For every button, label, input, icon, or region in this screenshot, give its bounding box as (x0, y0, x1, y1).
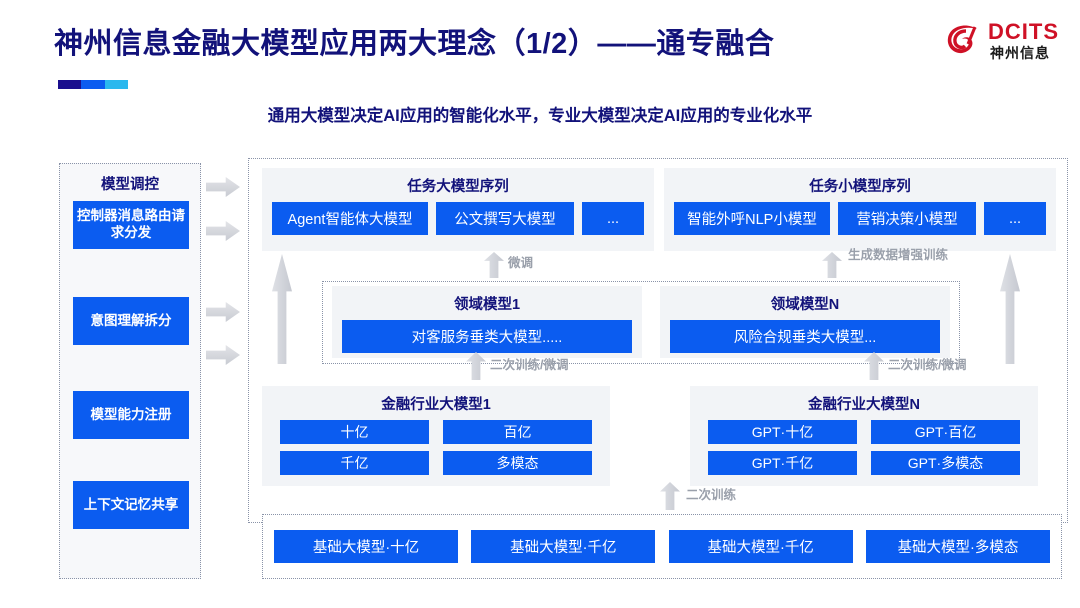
panel-industry-model-1: 金融行业大模型1 十亿 百亿 千亿 多模态 (262, 386, 610, 486)
arrow-right-icon-2 (206, 221, 240, 241)
chip-row-domain-n: 风险合规垂类大模型... (660, 314, 950, 362)
arrow-right-icon-1 (206, 177, 240, 197)
company-logo: DCITS 神州信息 (944, 16, 1064, 72)
panel-task-big-models: 任务大模型序列 Agent智能体大模型 公文撰写大模型 ... (262, 168, 654, 251)
arrow-right-icon-3 (206, 302, 240, 322)
base-models-row: 基础大模型·十亿 基础大模型·千亿 基础大模型·千亿 基础大模型·多模态 (262, 514, 1062, 579)
sidebar-model-control: 模型调控 控制器消息路由请求分发 意图理解拆分 模型能力注册 上下文记忆共享 (59, 163, 201, 579)
chip-industry1-billion[interactable]: 十亿 (280, 420, 429, 444)
dcits-swirl-logo-icon (947, 25, 977, 54)
panel-domain-model-n: 领域模型N 风险合规垂类大模型... (660, 286, 950, 358)
caption-retrain-finetune-2: 二次训练/微调 (888, 358, 967, 372)
sidebar-item-context-memory[interactable]: 上下文记忆共享 (73, 481, 189, 529)
accent-bar (58, 80, 128, 89)
logo-wordmark: DCITS (988, 19, 1059, 44)
panel-title-task-small: 任务小模型序列 (809, 179, 911, 195)
chip-outbound-nlp-model[interactable]: 智能外呼NLP小模型 (674, 202, 830, 235)
chip-row-task-big: Agent智能体大模型 公文撰写大模型 ... (262, 196, 654, 244)
panel-title-domain-n: 领域模型N (770, 297, 840, 313)
chip-base-hundred-billion-b[interactable]: 基础大模型·千亿 (668, 530, 853, 563)
chip-risk-compliance-vertical-model[interactable]: 风险合规垂类大模型... (670, 320, 940, 353)
accent-bar-segment-2 (81, 80, 105, 89)
accent-bar-segment-3 (104, 80, 128, 89)
caption-fine-tune-1: 微调 (508, 256, 534, 270)
caption-retrain-finetune-1: 二次训练/微调 (490, 358, 569, 372)
accent-bar-segment-1 (58, 80, 82, 89)
sidebar-item-controller-routing[interactable]: 控制器消息路由请求分发 (73, 201, 189, 249)
panel-title-domain-1: 领域模型1 (453, 297, 521, 313)
panel-title-task-big: 任务大模型序列 (407, 179, 509, 195)
page-subtitle: 通用大模型决定AI应用的智能化水平，专业大模型决定AI应用的专业化水平 (267, 107, 813, 125)
page-title: 神州信息金融大模型应用两大理念（1/2）——通专融合 (54, 28, 775, 60)
panel-title-industry-1: 金融行业大模型1 (381, 397, 491, 413)
chip-marketing-decision-model[interactable]: 营销决策小模型 (838, 202, 976, 235)
chip-industry1-ten-billion[interactable]: 百亿 (443, 420, 592, 444)
chip-industry1-hundred-billion[interactable]: 千亿 (280, 451, 429, 475)
sidebar-title: 模型调控 (101, 177, 159, 193)
sidebar-item-capability-registry[interactable]: 模型能力注册 (73, 391, 189, 439)
chip-customer-service-vertical-model[interactable]: 对客服务垂类大模型..... (342, 320, 632, 353)
chip-document-writing-model[interactable]: 公文撰写大模型 (436, 202, 574, 235)
chip-base-billion[interactable]: 基础大模型·十亿 (274, 530, 458, 563)
chip-grid-industry-1: 十亿 百亿 千亿 多模态 (262, 414, 610, 484)
chip-row-domain-1: 对客服务垂类大模型..... (332, 314, 642, 362)
panel-task-small-models: 任务小模型序列 智能外呼NLP小模型 营销决策小模型 ... (664, 168, 1056, 251)
chip-agent-model[interactable]: Agent智能体大模型 (272, 202, 428, 235)
chip-grid-industry-n: GPT·十亿 GPT·百亿 GPT·千亿 GPT·多模态 (690, 414, 1038, 484)
chip-base-hundred-billion-a[interactable]: 基础大模型·千亿 (471, 530, 656, 563)
panel-domain-model-1: 领域模型1 对客服务垂类大模型..... (332, 286, 642, 358)
caption-retrain-base: 二次训练 (686, 488, 737, 502)
chip-industryn-gpt-hundred-billion[interactable]: GPT·千亿 (708, 451, 857, 475)
arrow-right-icon-4 (206, 345, 240, 365)
chip-industry1-multimodal[interactable]: 多模态 (443, 451, 592, 475)
chip-industryn-gpt-ten-billion[interactable]: GPT·百亿 (871, 420, 1020, 444)
logo-cn-name: 神州信息 (990, 45, 1050, 61)
chip-task-small-more[interactable]: ... (984, 202, 1046, 235)
chip-base-multimodal[interactable]: 基础大模型·多模态 (865, 530, 1050, 563)
chip-industryn-gpt-billion[interactable]: GPT·十亿 (708, 420, 857, 444)
sidebar-item-intent-parsing[interactable]: 意图理解拆分 (73, 297, 189, 345)
caption-data-augmentation: 生成数据增强训练 (848, 248, 949, 262)
chip-task-big-more[interactable]: ... (582, 202, 644, 235)
chip-industryn-gpt-multimodal[interactable]: GPT·多模态 (871, 451, 1020, 475)
chip-row-task-small: 智能外呼NLP小模型 营销决策小模型 ... (664, 196, 1056, 244)
panel-industry-model-n: 金融行业大模型N GPT·十亿 GPT·百亿 GPT·千亿 GPT·多模态 (690, 386, 1038, 486)
panel-title-industry-n: 金融行业大模型N (808, 397, 920, 413)
